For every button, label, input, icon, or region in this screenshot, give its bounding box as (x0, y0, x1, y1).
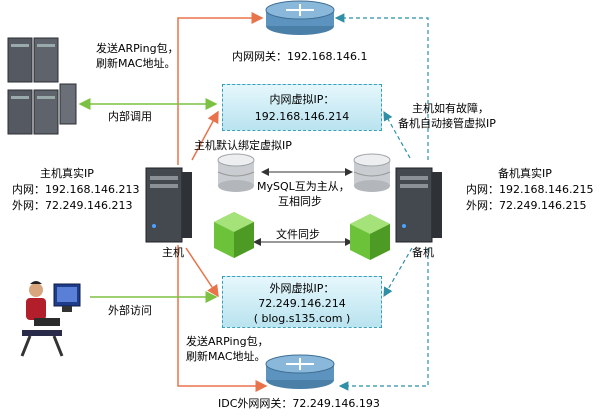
inner-vip-box: 内网虚拟IP： 192.168.146.214 (222, 84, 382, 131)
master-label: 主机 (162, 246, 184, 259)
master-real-ip-title: 主机真实IP (40, 167, 94, 180)
backup-database-icon (353, 153, 391, 192)
outer-vip-address: 72.249.146.214 (258, 297, 346, 310)
master-inner-ip: 内网：192.168.146.213 (12, 183, 140, 196)
master-outer-ip: 外网：72.249.146.213 (12, 199, 133, 212)
send-arp-bottom-line1: 发送ARPing包， (186, 335, 269, 348)
master-database-icon (217, 153, 255, 192)
inner-vip-title: 内网虚拟IP： (269, 93, 335, 106)
inner-gateway-label: 内网网关：192.168.146.1 (232, 50, 368, 63)
outer-vip-box: 外网虚拟IP： 72.249.146.214 ( blog.s135.com ) (222, 276, 382, 328)
backup-real-ip-title: 备机真实IP (498, 167, 552, 180)
external-access-label: 外部访问 (108, 304, 152, 317)
idc-gateway-label: IDC外网网关：72.249.146.193 (218, 397, 380, 410)
backup-outer-ip: 外网：72.249.146.215 (466, 199, 587, 212)
outer-vip-title: 外网虚拟IP： (269, 282, 335, 295)
arp-to-inner-gateway-line (177, 12, 264, 165)
backup-to-outer-vip-line (383, 247, 413, 298)
backup-to-inner-vip-line (383, 110, 411, 159)
file-sync-label: 文件同步 (276, 228, 320, 241)
arp-to-idc-gateway-line (177, 245, 268, 392)
host-bind-vip-label: 主机默认绑定虚拟IP (194, 139, 292, 152)
master-to-inner-vip-line (191, 110, 219, 161)
send-arp-top-line1: 发送ARPing包， (96, 42, 179, 55)
master-to-outer-vip-line (185, 247, 219, 298)
send-arp-bottom-line2: 刷新MAC地址。 (186, 350, 266, 363)
user-at-computer-icon (20, 281, 81, 357)
inner-vip-address: 192.168.146.214 (254, 110, 350, 123)
send-arp-top-line2: 刷新MAC地址。 (96, 57, 176, 70)
outer-vip-domain: ( blog.s135.com ) (253, 312, 351, 325)
idc-gateway-router-icon (265, 354, 335, 389)
internal-servers-icon (7, 37, 77, 135)
backup-inner-ip: 内网：192.168.146.215 (466, 183, 594, 196)
backup-server-icon (395, 167, 442, 243)
master-files-cube-icon (214, 212, 254, 258)
mysql-sync-line2: 互相同步 (278, 195, 322, 208)
backup-label: 备机 (412, 246, 434, 259)
mysql-sync-line1: MySQL互为主从， (257, 180, 350, 193)
internal-call-label: 内部调用 (108, 110, 152, 123)
inner-gateway-router-icon (265, 0, 335, 35)
backup-files-cube-icon (350, 214, 390, 260)
failover-line2: 备机自动接管虚拟IP (398, 117, 496, 130)
failover-line1: 主机如有故障， (412, 102, 489, 115)
backup-to-idc-gateway-line (338, 248, 429, 391)
backup-to-inner-gateway-line (334, 13, 429, 160)
master-server-icon (145, 167, 192, 243)
